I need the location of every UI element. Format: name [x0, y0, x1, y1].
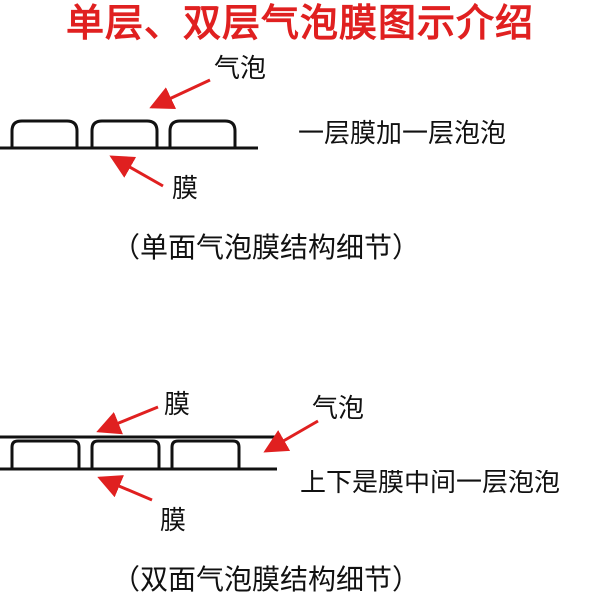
single-bubble — [168, 119, 237, 148]
single-bubble-arrow — [149, 78, 211, 110]
double-caption: （双面气泡膜结构细节） — [112, 563, 421, 596]
double-description: 上下是膜中间一层泡泡 — [300, 470, 561, 496]
double-bottom-film-label: 膜 — [160, 506, 187, 536]
single-bubble — [90, 119, 159, 148]
single-layer-structure — [0, 119, 258, 150]
double-top-film-label: 膜 — [164, 390, 191, 420]
double-layer-structure — [0, 435, 277, 471]
double-top-film-arrow — [96, 405, 159, 435]
double-bubble-arrow — [263, 419, 319, 453]
page-title: 单层、双层气泡膜图示介绍 — [65, 1, 534, 45]
double-bubble — [10, 439, 81, 469]
double-bottom-film-arrow — [97, 475, 153, 502]
single-film-label: 膜 — [172, 174, 199, 204]
double-bubble — [170, 439, 241, 469]
single-description: 一层膜加一层泡泡 — [298, 119, 507, 149]
single-bubble — [10, 119, 79, 148]
double-bubble-label: 气泡 — [312, 394, 365, 424]
single-caption: （单面气泡膜结构细节） — [112, 231, 421, 264]
single-bubble-label: 气泡 — [214, 54, 267, 84]
double-bubble — [90, 439, 161, 469]
single-film-arrow — [109, 155, 164, 188]
